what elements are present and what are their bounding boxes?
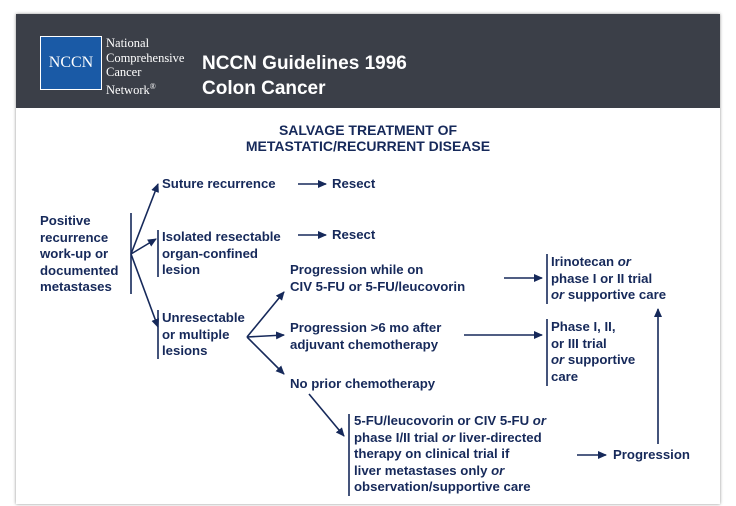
arrow-to-unresectable [130, 253, 159, 328]
node-unresectable: Unresectable or multiple lesions [162, 310, 245, 358]
node-start: Positive recurrence work-up or documente… [40, 213, 119, 294]
node-phase: Phase I, II, or III trial or supportive … [551, 319, 636, 384]
arrow-to-isolated [130, 238, 157, 255]
section-heading: SALVAGE TREATMENT OF METASTATIC/RECURREN… [16, 122, 720, 154]
org-name-line: Cancer [106, 65, 142, 79]
node-irinotecan: Irinotecan or phase I or II trial or sup… [551, 254, 667, 302]
node-suture: Suture recurrence [162, 176, 276, 191]
slide: NCCN National Comprehensive Cancer Netwo… [16, 14, 720, 504]
registered-mark: ® [149, 81, 156, 91]
node-resect-2: Resect [332, 227, 376, 242]
title-line-1: NCCN Guidelines 1996 [202, 53, 407, 74]
arrow-to-suture [130, 183, 159, 255]
nccn-logo: NCCN [40, 36, 102, 90]
org-name-line: Network [106, 82, 150, 97]
title-line-2: Colon Cancer [202, 78, 326, 99]
node-prog-civ: Progression while on CIV 5-FU or 5-FU/le… [290, 262, 466, 294]
arrow-to-prog-6mo [246, 331, 285, 340]
node-no-prior: No prior chemotherapy [290, 376, 436, 391]
node-prog-6mo: Progression >6 mo after adjuvant chemoth… [290, 320, 442, 352]
heading-line-2: METASTATIC/RECURRENT DISEASE [245, 138, 491, 154]
org-name-line: Comprehensive [106, 50, 185, 65]
flow-connectors [130, 180, 662, 496]
logo-text: NCCN [48, 54, 94, 71]
node-combo: 5-FU/leucovorin or CIV 5-FU or phase I/I… [354, 413, 546, 494]
arrow-no-prior-combo [308, 393, 345, 437]
arrow-to-prog-civ [246, 291, 285, 338]
header-bar: NCCN National Comprehensive Cancer Netwo… [16, 14, 720, 108]
node-isolated: Isolated resectable organ-confined lesio… [162, 229, 281, 277]
node-resect-1: Resect [332, 176, 376, 191]
org-name: National Comprehensive Cancer Network® [106, 36, 184, 97]
arrow-to-no-prior [246, 336, 285, 375]
node-progression: Progression [613, 447, 690, 462]
page-title: NCCN Guidelines 1996 Colon Cancer [202, 51, 407, 101]
org-name-line: National [106, 36, 150, 50]
heading-line-1: SALVAGE TREATMENT OF [278, 122, 458, 138]
